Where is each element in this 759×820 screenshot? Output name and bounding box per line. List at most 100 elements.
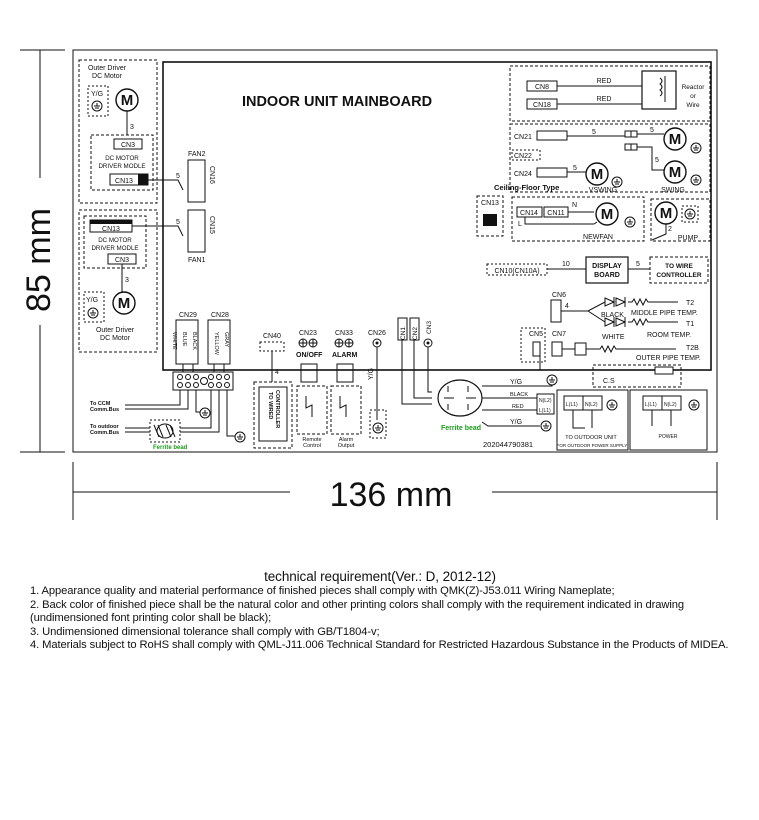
svg-text:VSWING: VSWING [589,187,617,194]
cn40-section: CN40 4 TO WIRED CONTROLLER [253,333,293,449]
outdoor-power-section: L(L1) N(L2) TO OUTDOOR UNIT FOR OUTDOOR … [556,389,708,451]
svg-text:FAN1: FAN1 [188,257,206,264]
svg-text:Outer Driver: Outer Driver [88,65,127,72]
svg-text:ALARM: ALARM [332,352,357,359]
cn23-cn33-cn26-section: CN23 ON/OFF Remote Control CN33 ALARM Al… [296,330,387,449]
svg-text:DC Motor: DC Motor [100,335,131,342]
svg-text:DRIVER MODLE: DRIVER MODLE [91,245,138,252]
svg-text:CN13: CN13 [115,178,133,185]
svg-text:or: or [690,93,697,100]
svg-text:FOR OUTDOOR POWER SUPPLY: FOR OUTDOOR POWER SUPPLY [557,443,628,448]
svg-text:CN28: CN28 [211,312,229,319]
svg-text:WHITE: WHITE [602,334,625,341]
svg-text:CN13: CN13 [481,200,499,207]
svg-text:Comm.Bus: Comm.Bus [90,430,119,436]
sensor-section: CN6 4 BLACK WHITE T2 MIDDLE PIPE TEMP. T… [520,292,701,388]
svg-text:CN6: CN6 [552,292,566,299]
svg-text:Remote: Remote [302,437,321,443]
svg-text:L(L1): L(L1) [539,408,551,414]
svg-text:CN11: CN11 [547,210,564,217]
requirement-item: 1. Appearance quality and material perfo… [30,585,615,598]
svg-text:202044790381: 202044790381 [483,440,533,449]
svg-text:CN40: CN40 [263,333,281,340]
cn29-cn28-connectors: CN29 CN28 WHITE BLUE BLACK YELLOW GRAY [171,312,231,372]
svg-text:N: N [572,202,577,209]
svg-text:Control: Control [303,443,321,449]
svg-text:BLACK: BLACK [510,392,528,398]
svg-text:2: 2 [668,226,672,233]
svg-text:CN29: CN29 [179,312,197,319]
svg-text:CN3: CN3 [426,321,433,334]
svg-text:GRAY: GRAY [223,332,229,348]
svg-text:DC MOTOR: DC MOTOR [98,237,132,244]
svg-text:CN1: CN1 [400,327,407,340]
svg-text:N(L2): N(L2) [664,402,677,408]
board-title: INDOOR UNIT MAINBOARD [242,94,432,110]
outer-motor-top: Outer Driver DC Motor Y/G 3 CN3 DC MOTOR… [78,59,184,204]
svg-text:CN3: CN3 [121,142,135,149]
svg-text:Comm.Bus: Comm.Bus [90,407,119,413]
svg-text:MIDDLE PIPE TEMP.: MIDDLE PIPE TEMP. [631,310,698,317]
svg-text:CN15: CN15 [208,216,215,234]
svg-text:CN3: CN3 [115,257,129,264]
svg-text:BLUE: BLUE [181,332,187,347]
svg-text:CN2: CN2 [412,327,419,340]
svg-text:Reactor: Reactor [682,84,706,91]
svg-text:N(L2): N(L2) [585,402,598,408]
svg-text:ROOM TEMP.: ROOM TEMP. [647,332,691,339]
svg-text:CONTROLLER: CONTROLLER [656,272,701,279]
svg-text:CN10(CN10A): CN10(CN10A) [494,268,539,275]
svg-text:TO OUTDOOR UNIT: TO OUTDOOR UNIT [565,435,617,441]
svg-text:TO WIRED: TO WIRED [267,392,273,419]
svg-text:Ferrite bead: Ferrite bead [153,445,188,451]
svg-text:PUMP: PUMP [678,235,699,242]
svg-text:DC MOTOR: DC MOTOR [105,155,139,162]
svg-text:SWING: SWING [661,187,685,194]
svg-text:DC Motor: DC Motor [92,73,123,80]
svg-text:BLACK: BLACK [191,332,197,350]
svg-text:Outer Driver: Outer Driver [96,327,135,334]
height-dimension [20,49,65,453]
svg-text:4: 4 [565,303,569,310]
svg-text:CN18: CN18 [533,102,551,109]
svg-text:DRIVER MODLE: DRIVER MODLE [98,163,145,170]
svg-text:RED: RED [512,404,524,410]
svg-text:CN21: CN21 [514,134,532,141]
svg-text:Ferrite bead: Ferrite bead [441,425,481,432]
svg-text:5: 5 [176,219,180,226]
power-section: CN1 CN2 CN3 Ferrite bead Y/G BLACK RED N… [397,317,558,449]
svg-text:CN13: CN13 [102,226,120,233]
svg-text:CN14: CN14 [520,210,538,217]
svg-text:4: 4 [275,369,279,376]
svg-text:5: 5 [650,127,654,134]
svg-text:T1: T1 [686,321,694,328]
svg-text:Y/G: Y/G [91,91,103,98]
svg-text:RED: RED [597,96,612,103]
svg-text:Ceiling-Floor Type: Ceiling-Floor Type [494,183,559,192]
svg-text:WHITE: WHITE [171,332,177,350]
svg-text:10: 10 [562,261,570,268]
svg-text:5: 5 [592,129,596,136]
svg-text:YELLOW: YELLOW [213,332,219,356]
svg-text:CN5: CN5 [529,331,543,338]
wiring-diagram: M 85 mm 136 mm INDOOR UNIT MAINBOARD [20,49,718,520]
svg-text:Y/G: Y/G [510,379,522,386]
svg-text:Y/G: Y/G [368,368,375,380]
svg-text:5: 5 [636,261,640,268]
svg-text:CN8: CN8 [535,84,549,91]
svg-text:CN22: CN22 [514,153,532,160]
svg-text:Wire: Wire [686,102,700,109]
svg-text:CN7: CN7 [552,331,566,338]
display-section: CN10(CN10A) 10 DISPLAY BOARD 5 TO WIRE C… [486,256,709,284]
svg-text:CN33: CN33 [335,330,353,337]
svg-text:CONTROLLER: CONTROLLER [274,390,280,428]
requirement-item: 2. Back color of finished piece shall be… [30,598,684,625]
svg-text:FAN2: FAN2 [188,151,206,158]
svg-text:L(L1): L(L1) [566,402,578,408]
svg-text:T2: T2 [686,300,694,307]
mainboard-outline [162,61,712,371]
fan-connectors: FAN2 CN16 5 CN15 5 FAN1 [176,151,215,264]
svg-text:3: 3 [130,124,134,131]
width-label: 136 mm [330,476,453,514]
height-label: 85 mm [20,208,58,312]
